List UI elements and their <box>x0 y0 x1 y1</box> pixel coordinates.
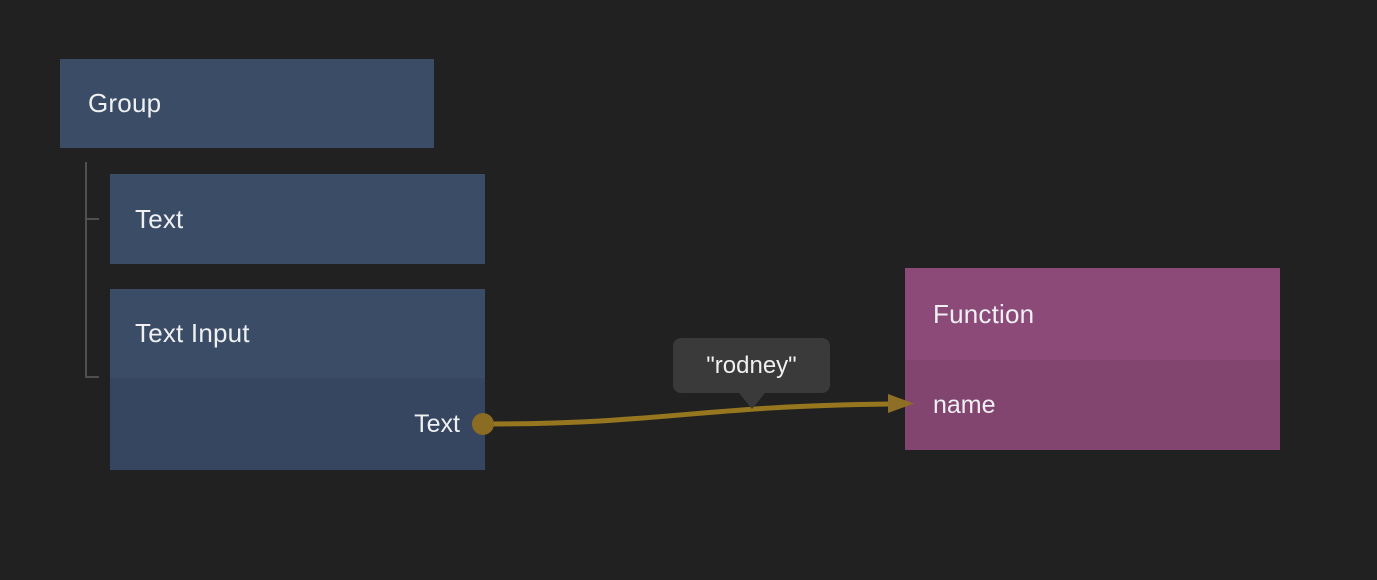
tooltip-pointer <box>738 393 765 409</box>
tree-connector-branch-text <box>85 218 99 220</box>
node-function-body: name <box>905 360 1280 450</box>
output-port-dot[interactable] <box>472 413 494 435</box>
node-group-title: Group <box>88 88 162 118</box>
connection-value-tooltip: "rodney" <box>673 338 830 409</box>
output-port-text-label: Text <box>414 409 460 438</box>
connection-value-text: "rodney" <box>706 351 797 379</box>
node-function[interactable]: Function name <box>905 268 1280 450</box>
node-text-title: Text <box>135 203 184 234</box>
node-text[interactable]: Text <box>110 174 485 264</box>
node-function-title: Function <box>905 268 1280 360</box>
node-text-input-body: Text <box>110 378 485 470</box>
tree-connector-vertical <box>85 162 87 378</box>
output-port-text[interactable]: Text <box>110 378 485 470</box>
input-port-name[interactable]: name <box>905 360 1280 450</box>
tree-connector-branch-text-input <box>85 376 99 378</box>
node-group[interactable]: Group <box>60 59 434 148</box>
connection-arrowhead-icon <box>888 394 914 413</box>
node-text-input[interactable]: Text Input Text <box>110 289 485 470</box>
input-port-name-label: name <box>933 390 996 419</box>
connection-wire[interactable] <box>487 401 893 427</box>
node-text-input-title: Text Input <box>110 289 485 378</box>
